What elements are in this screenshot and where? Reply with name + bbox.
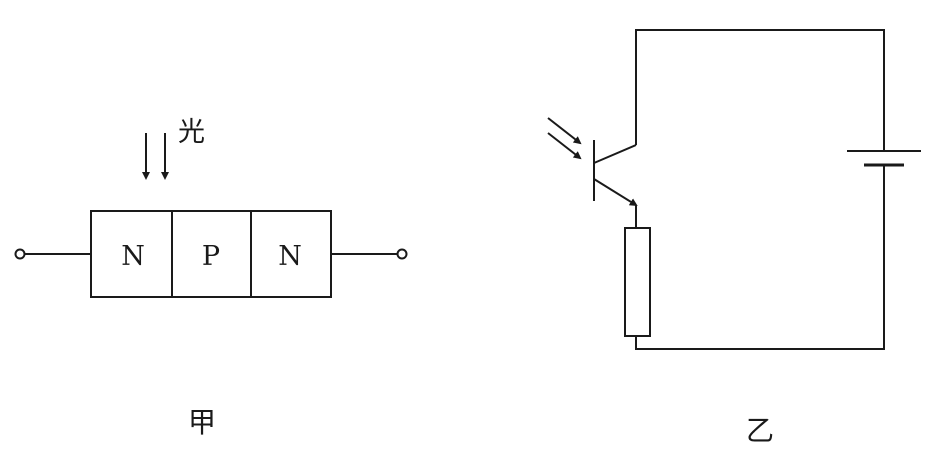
caption-a: 甲	[188, 406, 216, 439]
figure-a: 光 N P N 甲	[14, 117, 408, 439]
region-p: P	[202, 241, 220, 272]
light-arrow	[547, 132, 582, 160]
left-terminal	[14, 248, 26, 260]
collector-lead	[593, 144, 637, 164]
bottom-wire	[635, 165, 885, 350]
caption-b: 乙	[746, 414, 774, 447]
figure-b	[547, 29, 921, 350]
light-arrows-b	[547, 117, 582, 160]
resistor	[624, 227, 651, 337]
emitter-lead	[593, 178, 638, 207]
region-n-left: N	[121, 241, 145, 272]
region-n-right: N	[278, 241, 302, 272]
right-terminal	[396, 248, 408, 260]
light-arrows-a	[142, 133, 169, 180]
light-arrow	[547, 117, 582, 145]
light-label: 光	[178, 117, 205, 148]
top-wire	[635, 29, 885, 151]
